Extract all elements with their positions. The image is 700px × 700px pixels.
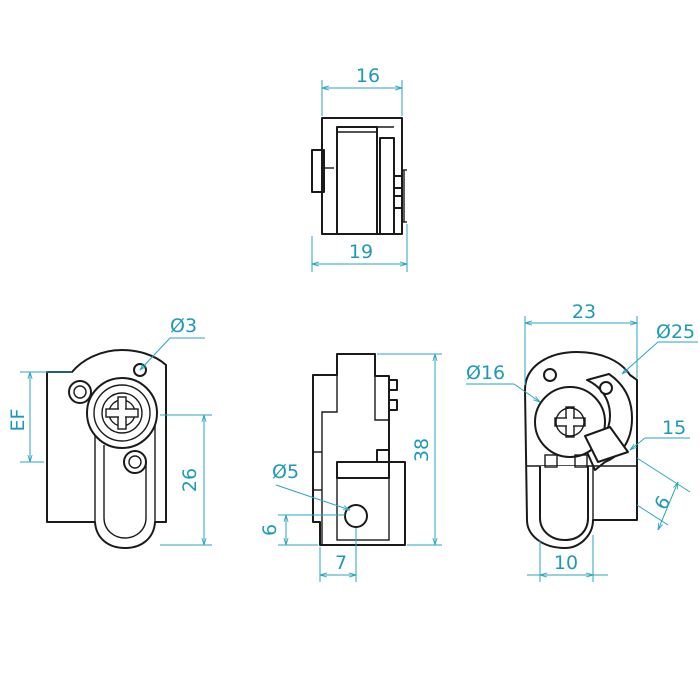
- middle-view: [312, 353, 406, 546]
- top-view-right-block: [379, 137, 395, 235]
- cross-icon: [554, 406, 586, 438]
- dim-left-height: 26: [160, 414, 212, 546]
- dim-left-height-label: 26: [179, 468, 201, 492]
- dim-right-outer-dia: Ø25: [622, 321, 698, 374]
- dim-right-outer-dia-label: Ø25: [656, 321, 695, 343]
- dim-left-ef: EF: [7, 371, 72, 463]
- dim-right-slot: 6: [636, 457, 691, 530]
- left-view-hole-2: [123, 450, 147, 474]
- dim-left-ef-label: EF: [7, 409, 29, 432]
- dim-right-notch: 15: [630, 417, 690, 450]
- dim-right-slot-label: 6: [650, 492, 675, 513]
- right-view-small-hole-1: [543, 368, 557, 382]
- top-view-clip-2: [393, 195, 403, 209]
- dim-mid-hole-label: Ø5: [272, 461, 299, 483]
- dim-right-base-label: 10: [554, 552, 578, 574]
- dim-left-hole: Ø3: [140, 315, 205, 370]
- dim-right-width: 23: [524, 301, 638, 385]
- dim-top-width: 16: [321, 65, 403, 116]
- middle-view-hole: [344, 504, 368, 528]
- dim-right-width-label: 23: [572, 301, 596, 323]
- dim-top-width-label: 16: [356, 65, 380, 87]
- top-view-body: [321, 117, 403, 235]
- dim-mid-height: 38: [377, 353, 442, 546]
- right-view-slot: [539, 466, 589, 541]
- dim-top-overall-label: 19: [349, 241, 373, 263]
- dim-right-notch-label: 15: [662, 417, 686, 439]
- top-view-left-tab: [311, 149, 325, 193]
- left-view: [46, 349, 167, 549]
- dim-mid-height-label: 38: [411, 438, 433, 462]
- dim-mid-hole: Ø5: [272, 461, 350, 511]
- middle-view-clip-2: [388, 399, 398, 411]
- left-view-outline: [46, 349, 167, 549]
- top-view-clip-1: [393, 175, 403, 189]
- dim-mid-width: 7: [319, 528, 357, 582]
- dim-mid-offset: 6: [259, 514, 345, 546]
- left-view-hole-1: [68, 380, 92, 404]
- dim-right-inner-dia-label: Ø16: [466, 362, 505, 384]
- dim-mid-offset-label: 6: [259, 524, 281, 536]
- middle-view-slot-top: [336, 461, 390, 479]
- top-view-inner-block: [336, 126, 378, 235]
- dim-mid-width-label: 7: [335, 552, 347, 574]
- right-view-small-hole-2: [599, 381, 613, 395]
- dim-right-inner-dia: Ø16: [466, 362, 540, 402]
- right-view: [524, 351, 638, 549]
- dim-top-overall: 19: [311, 224, 408, 272]
- middle-view-clip-1: [388, 379, 398, 391]
- cross-icon: [105, 396, 139, 430]
- dim-right-base: 10: [527, 535, 608, 582]
- dim-left-hole-label: Ø3: [170, 315, 197, 337]
- top-view: [311, 117, 407, 235]
